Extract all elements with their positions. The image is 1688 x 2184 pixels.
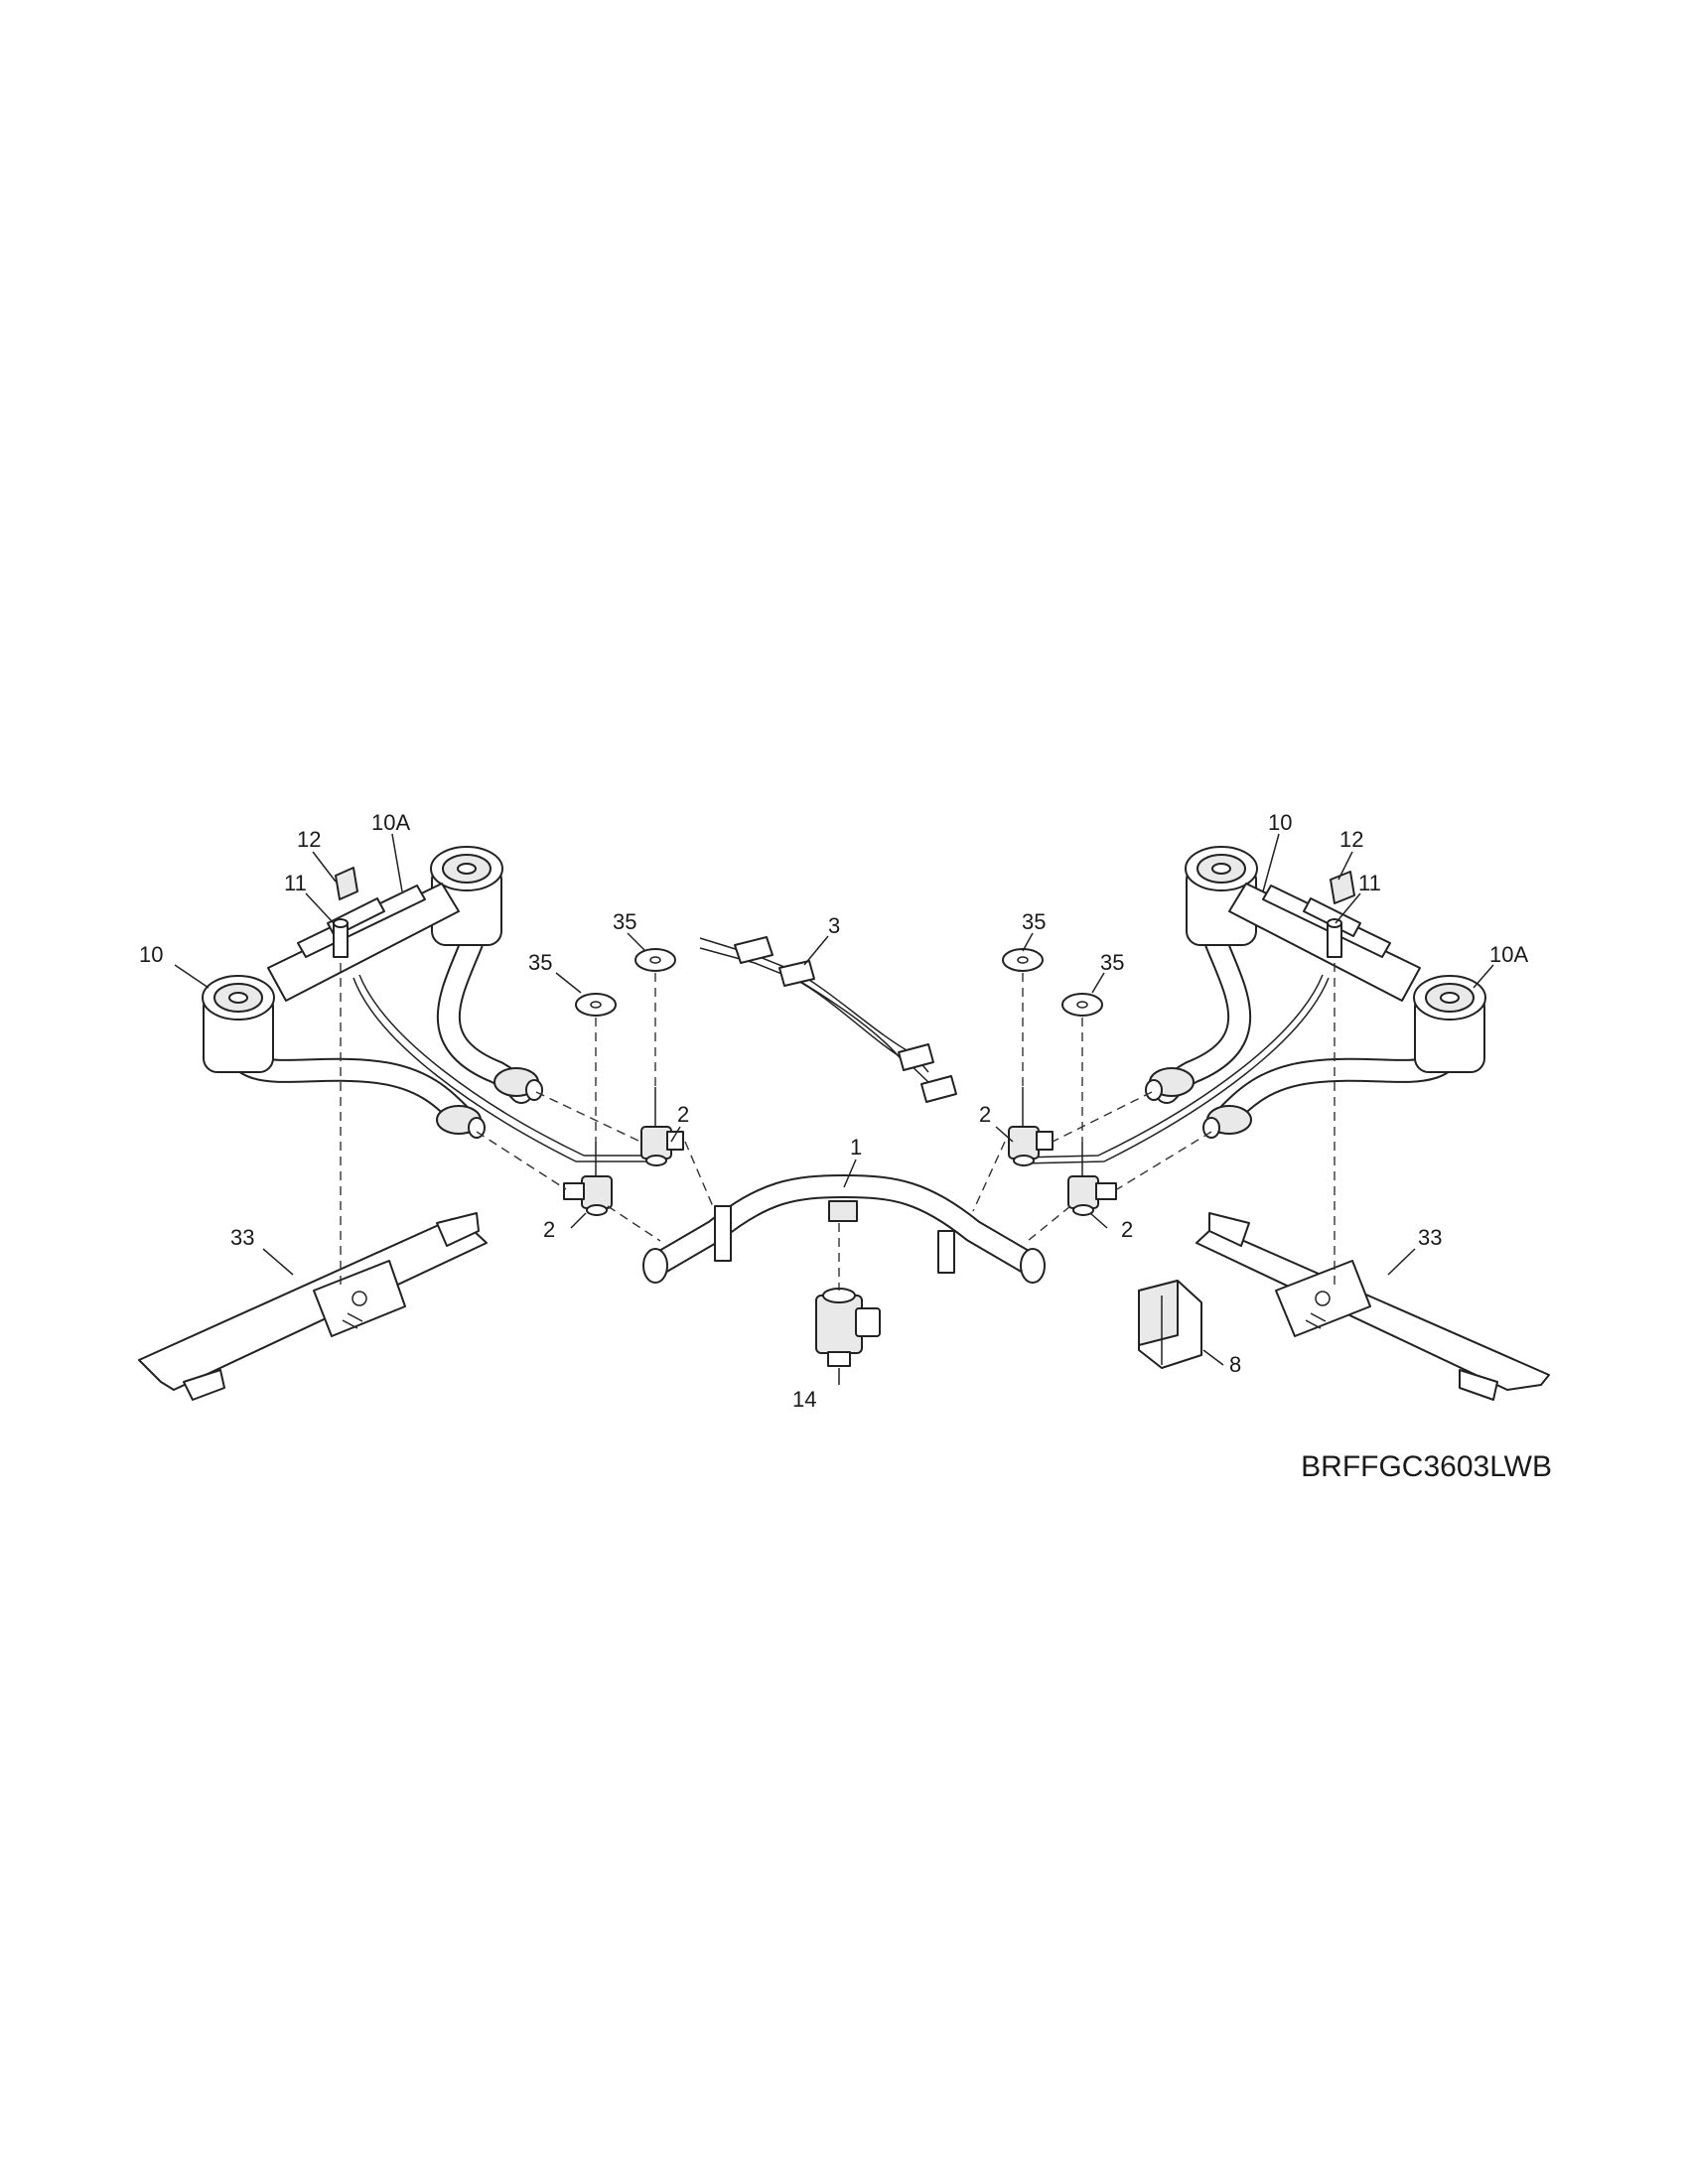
label-harness: 3 [828, 913, 840, 938]
clip-right [1327, 918, 1342, 958]
valve-left-lower [563, 1142, 613, 1216]
left-burner-assembly [202, 846, 657, 1162]
label-burner-left-front: 10 [139, 942, 163, 967]
manifold [642, 1174, 1046, 1284]
clip-left [333, 918, 349, 958]
leader-lines [174, 833, 1494, 1385]
valves [563, 1087, 1117, 1216]
right-burner-assembly [1020, 846, 1486, 1164]
support-left [138, 1212, 488, 1401]
valve-right-upper [1008, 1087, 1054, 1166]
label-washer-right-b: 35 [1100, 950, 1124, 975]
label-valve-left-upper: 2 [677, 1102, 689, 1127]
washer-right-a [1002, 948, 1044, 972]
washer-left-b [634, 948, 676, 972]
label-spark-module: 8 [1229, 1352, 1241, 1377]
label-burner-right-rear: 10 [1268, 810, 1292, 835]
label-washer-left-a: 35 [528, 950, 552, 975]
model-number: BRFFGC3603LWB [1301, 1450, 1552, 1483]
regulator [815, 1288, 881, 1367]
callout-labels: 10 10A 12 11 35 35 3 35 35 10 12 11 10A … [139, 810, 1528, 1412]
label-washer-left-b: 35 [613, 909, 636, 934]
label-clip-left: 11 [284, 871, 307, 895]
label-burner-left-rear: 10A [371, 810, 410, 835]
label-support-left: 33 [230, 1225, 254, 1250]
washer-right-b [1061, 993, 1103, 1017]
label-valve-right-upper: 2 [979, 1102, 991, 1127]
valve-left-upper [640, 1087, 684, 1166]
burner-right-rear [1185, 846, 1258, 946]
harness [699, 936, 957, 1103]
valve-right-lower [1067, 1142, 1117, 1216]
washers [575, 948, 1103, 1017]
label-valve-left-lower: 2 [543, 1217, 555, 1242]
spark-module [1138, 1280, 1202, 1369]
burner-right-front [1413, 975, 1486, 1073]
label-manifold: 1 [850, 1135, 862, 1160]
label-bracket-right: 12 [1339, 827, 1363, 852]
label-burner-right-front: 10A [1489, 942, 1528, 967]
burner-left-rear [430, 846, 503, 946]
label-valve-right-lower: 2 [1121, 1217, 1133, 1242]
bracket-left [335, 867, 358, 900]
washer-left-a [575, 993, 617, 1017]
label-bracket-left: 12 [297, 827, 321, 852]
label-regulator: 14 [792, 1387, 816, 1412]
label-clip-right: 11 [1358, 871, 1381, 895]
assembly-lines [340, 963, 1336, 1291]
bracket-right [1330, 871, 1355, 904]
label-support-right: 33 [1418, 1225, 1442, 1250]
label-washer-right-a: 35 [1022, 909, 1046, 934]
support-right [1196, 1212, 1550, 1401]
burner-left-front [202, 975, 275, 1073]
